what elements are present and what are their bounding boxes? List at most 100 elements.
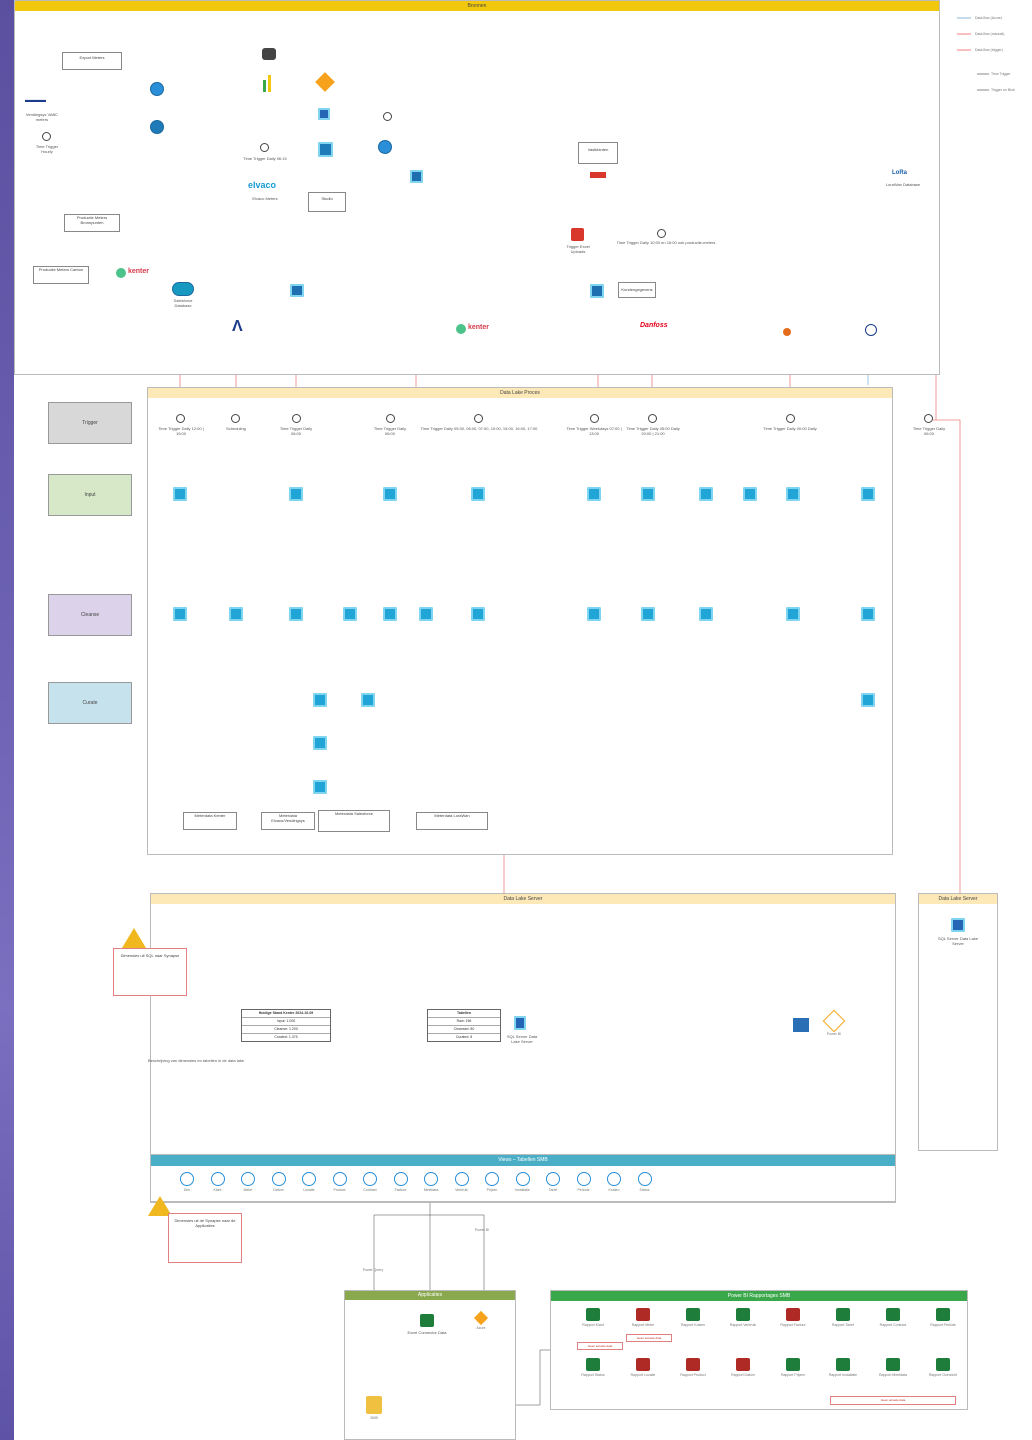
view-label: Verbruik (455, 1188, 468, 1192)
robot-arm-icon (262, 48, 276, 60)
stage-cleanse-box: Cleanse (48, 594, 132, 636)
report-label: Rapport Contract (879, 1323, 907, 1327)
kpn-logo-icon: Λ (232, 318, 243, 335)
note-box-kenter: Meterdata Kenter (183, 812, 237, 830)
input-node-6 (641, 487, 655, 501)
view-icon (271, 1172, 286, 1186)
report-excel-icon[interactable] (936, 1358, 950, 1371)
daily-trigger-label: Time Trigger Daily 06:15 (243, 156, 287, 161)
lake-trigger-label-8: Time Trigger Daily 00:00 Daily (763, 426, 817, 431)
data-lake-server-title: Data Lake Server (151, 894, 895, 904)
cleanse-node-10 (699, 607, 713, 621)
view-label: Prijzen (486, 1188, 498, 1192)
report-label: Rapport Factuur (780, 1323, 806, 1327)
cloud-storage-icon (150, 82, 164, 96)
report-excel-icon[interactable] (686, 1358, 700, 1371)
kenter-logo-icon-2 (456, 324, 466, 334)
stand-kenter-row-1: Input: 1.000 (242, 1018, 330, 1026)
lake-trigger-clock-4 (386, 414, 395, 423)
report-excel-icon[interactable] (736, 1358, 750, 1371)
report-excel-icon[interactable] (786, 1358, 800, 1371)
hourly-trigger-label: Time Trigger Hourly (35, 144, 59, 154)
cleanse-node-2 (229, 607, 243, 621)
cleanse-node-8 (587, 607, 601, 621)
input-node-4 (471, 487, 485, 501)
factory-icon (793, 1018, 809, 1032)
view-label: Dim (183, 1188, 191, 1192)
curate-node-5 (861, 693, 875, 707)
view-icon (393, 1172, 408, 1186)
view-icon (241, 1172, 255, 1186)
report-excel-icon[interactable] (886, 1308, 900, 1321)
view-icon (637, 1172, 652, 1186)
report-excel-icon[interactable] (836, 1358, 850, 1371)
report-excel-icon[interactable] (586, 1308, 600, 1321)
view-label: Meter (243, 1188, 253, 1192)
blue-brand-icon (865, 324, 877, 336)
view-icon (302, 1172, 316, 1186)
curate-node-1 (313, 693, 327, 707)
lake-trigger-label-3: Time Trigger Daily 06:00 (279, 426, 313, 436)
lake-trigger-label-1: Time Trigger Daily 12:00 | 19:00 (158, 426, 204, 436)
input-node-2 (289, 487, 303, 501)
report-label: Rapport Meter (631, 1323, 655, 1327)
lake-trigger-clock-7 (648, 414, 657, 423)
legend-lines (957, 17, 989, 91)
vendingsys-label: Vendingsys VABC meters (25, 112, 59, 122)
trigger-excel-icon (571, 228, 584, 241)
report-excel-icon[interactable] (736, 1308, 750, 1321)
views-title: Views – Tabellen SMB (151, 1155, 895, 1166)
input-node-8 (743, 487, 757, 501)
stage-curate-box: Curate (48, 682, 132, 724)
view-label: Klant (213, 1188, 222, 1192)
salesforce-cloud-icon (172, 282, 194, 296)
legend-item-1: Data flow (Azure) (975, 16, 1003, 20)
azure-app-label: Azure (476, 1326, 486, 1330)
report-excel-icon[interactable] (586, 1358, 600, 1371)
salesforce-label: Salesforce Database (173, 298, 193, 308)
stand-kenter-row-3: Curated: 1.375 (274, 1035, 298, 1039)
report-label: Rapport Datum (731, 1373, 755, 1377)
report-excel-icon[interactable] (886, 1358, 900, 1371)
view-label: Periode (577, 1188, 590, 1192)
time-trigger-label-3: Time Trigger Daily 10:00 en 16:00 ook pr… (616, 240, 716, 245)
daily-trigger-clock-icon (260, 143, 269, 152)
view-label: Installatie (515, 1188, 530, 1192)
tabellen-row-3: Curated: 8 (455, 1035, 473, 1039)
database-label: SMB (370, 1416, 378, 1420)
lorawan-logo: LoRa (892, 170, 907, 176)
view-icon (546, 1172, 560, 1186)
red-endpoint-icon (590, 172, 606, 178)
report-excel-icon[interactable] (686, 1308, 700, 1321)
orange-brand-icon (783, 328, 791, 336)
warning-icon-2 (148, 1196, 172, 1216)
view-icon (363, 1172, 377, 1186)
report-excel-icon[interactable] (786, 1308, 800, 1321)
purple-side-strip (0, 0, 14, 1440)
report-excel-icon[interactable] (936, 1308, 950, 1321)
report-label: Rapport Klant (582, 1323, 604, 1327)
cleanse-node-3 (289, 607, 303, 621)
report-badge-1: Geen actuele data (577, 1342, 623, 1350)
report-excel-icon[interactable] (836, 1308, 850, 1321)
view-label: Contract (363, 1188, 377, 1192)
input-node-9 (786, 487, 800, 501)
lorawan-label: LoraWan Database (885, 182, 921, 187)
side-server-panel: Data Lake Server (918, 893, 998, 1151)
network-gear-icon (150, 120, 164, 134)
report-excel-icon[interactable] (636, 1358, 650, 1371)
cleanse-node-4 (343, 607, 357, 621)
report-excel-icon[interactable] (636, 1308, 650, 1321)
input-node-10 (861, 487, 875, 501)
reports-title: Power BI Rapportages SMB (551, 1291, 967, 1301)
view-icon (180, 1172, 194, 1186)
view-label: Meetdata (423, 1188, 439, 1192)
lake-trigger-clock-9 (924, 414, 933, 423)
cleanse-node-12 (861, 607, 875, 621)
stand-kenter-row-2: Cleanse: 1.200 (242, 1026, 330, 1034)
power-query-label: Power Query (362, 1268, 384, 1272)
view-icon (454, 1172, 469, 1186)
view-label: Product (333, 1188, 346, 1192)
report-label: Rapport Periode (930, 1323, 956, 1327)
